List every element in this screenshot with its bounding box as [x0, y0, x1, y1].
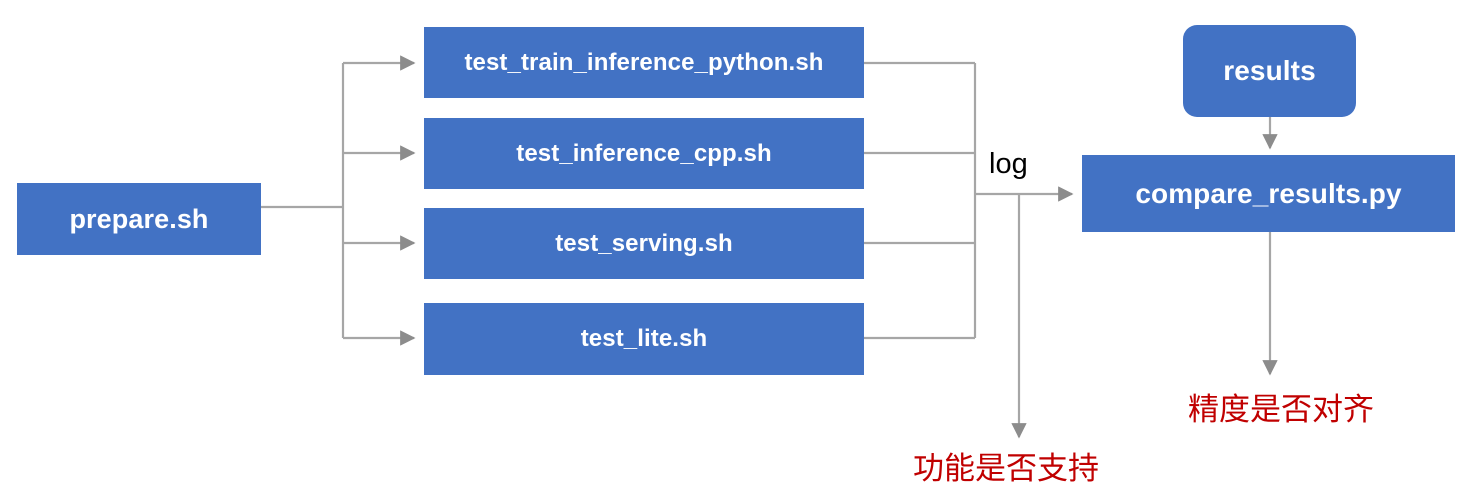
node-test-train-inference-python-sh[interactable]: test_train_inference_python.sh: [424, 27, 864, 98]
note-precision-align: 精度是否对齐: [1188, 392, 1374, 428]
node-test-inference-cpp-sh[interactable]: test_inference_cpp.sh: [424, 118, 864, 189]
node-results[interactable]: results: [1183, 25, 1356, 117]
edge-label-log: log: [989, 148, 1028, 180]
node-test-lite-sh[interactable]: test_lite.sh: [424, 303, 864, 375]
node-compare-results-py-label: compare_results.py: [1135, 177, 1402, 209]
node-prepare-sh-label: prepare.sh: [69, 203, 209, 234]
node-test-lite-sh-label: test_lite.sh: [580, 325, 708, 352]
node-test-serving-sh[interactable]: test_serving.sh: [424, 208, 864, 279]
node-test-inference-cpp-sh-label: test_inference_cpp.sh: [516, 139, 772, 167]
note-function-support: 功能是否支持: [913, 451, 1099, 487]
node-compare-results-py[interactable]: compare_results.py: [1082, 155, 1455, 232]
node-test-serving-sh-label: test_serving.sh: [555, 229, 733, 257]
node-test-train-inference-python-sh-label: test_train_inference_python.sh: [464, 48, 824, 76]
node-results-label: results: [1223, 55, 1316, 86]
node-prepare-sh[interactable]: prepare.sh: [17, 183, 261, 255]
